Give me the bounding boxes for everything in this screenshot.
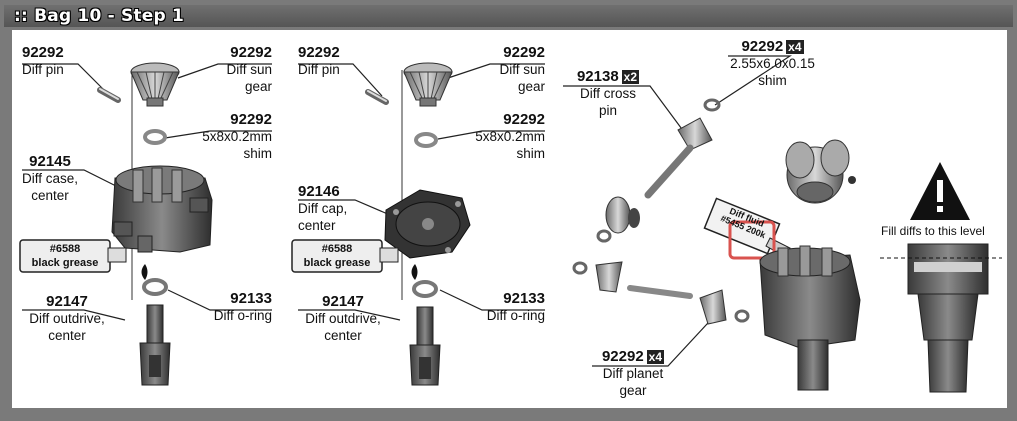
sun-gear-part — [130, 62, 180, 107]
middle-oring-label: 92133 Diff o-ring — [465, 290, 545, 324]
part-name: Diff outdrive, — [305, 311, 381, 326]
right-assembly — [563, 55, 1002, 393]
quantity-badge: x4 — [646, 350, 665, 364]
left-assembly — [19, 62, 272, 386]
left-grease-label: #6588 black grease — [22, 242, 108, 270]
left-oring-label: 92133 Diff o-ring — [192, 290, 272, 324]
part-name: Diff o-ring — [486, 308, 545, 323]
part-number: 92147 — [46, 293, 88, 310]
middle-cap-label: 92146 Diff cap, center — [298, 183, 347, 234]
o-ring-part-2 — [412, 280, 438, 298]
part-name: gear — [244, 79, 272, 94]
grease-tube — [19, 239, 148, 280]
left-diff-pin-label: 92292 Diff pin — [22, 44, 64, 78]
quantity-badge: x2 — [621, 70, 640, 84]
part-name: center — [324, 328, 362, 343]
part-number: 92292 — [741, 38, 784, 55]
part-number: 92133 — [230, 290, 272, 307]
grease-name: black grease — [303, 257, 371, 269]
outdrive-part-2 — [409, 306, 441, 386]
part-name: Diff case, — [22, 171, 79, 186]
part-spec: 2.55x6.0x0.15 — [730, 56, 815, 71]
o-ring-part — [142, 278, 168, 296]
part-number: 92133 — [503, 290, 545, 307]
diff-housing-part — [759, 245, 861, 391]
part-spec: 5x8x0.2mm — [202, 129, 272, 144]
part-name: shim — [243, 146, 272, 161]
part-number: 92292 — [298, 44, 340, 61]
grease-code: #6588 — [49, 243, 81, 255]
middle-assembly — [291, 62, 545, 386]
fill-level-note: Fill diffs to this level — [881, 224, 985, 238]
part-number: 92146 — [298, 183, 340, 200]
part-name: shim — [516, 146, 545, 161]
planet-gear-left — [605, 196, 640, 234]
part-name: Diff sun — [226, 62, 272, 77]
grease-name: black grease — [31, 257, 99, 269]
part-name: Diff o-ring — [213, 308, 272, 323]
left-sun-gear-label: 92292 Diff sun gear — [212, 44, 272, 95]
step-header: :: Bag 10 - Step 1 — [4, 5, 1013, 27]
part-name: gear — [619, 383, 647, 398]
diff-cap-part — [384, 189, 471, 259]
planet-gear-top — [677, 117, 713, 151]
part-name: center — [31, 188, 69, 203]
middle-shim-label: 92292 5x8x0.2mm shim — [465, 111, 545, 162]
step-title: :: Bag 10 - Step 1 — [14, 6, 184, 26]
part-name: Diff planet — [602, 366, 664, 381]
part-number: 92292 — [601, 348, 644, 365]
part-name: Diff pin — [298, 62, 340, 77]
middle-sun-gear-label: 92292 Diff sun gear — [485, 44, 545, 95]
part-name: Diff cap, — [298, 201, 348, 216]
cross-pin-part — [644, 144, 694, 199]
quantity-badge: x4 — [786, 40, 804, 54]
shim-part — [143, 129, 167, 145]
diff-pin-part — [97, 87, 121, 103]
fill-level-inset — [880, 162, 1002, 393]
diff-case-part — [111, 165, 213, 253]
left-outdrive-label: 92147 Diff outdrive, center — [22, 293, 112, 344]
part-name: center — [48, 328, 86, 343]
sun-gear-part-2 — [403, 62, 453, 107]
part-name: Diff pin — [22, 62, 64, 77]
grease-code: #6588 — [321, 243, 353, 255]
part-number: 92145 — [29, 153, 71, 170]
grease-tube-2 — [291, 239, 418, 280]
middle-diff-pin-label: 92292 Diff pin — [298, 44, 340, 78]
left-case-label: 92145 Diff case, center — [22, 153, 78, 204]
part-name: gear — [517, 79, 545, 94]
outdrive-part — [139, 304, 171, 386]
middle-grease-label: #6588 black grease — [294, 242, 380, 270]
part-name: pin — [598, 103, 617, 118]
part-name: shim — [758, 73, 787, 88]
part-number: 92292 — [503, 111, 545, 128]
gear-cluster — [785, 139, 856, 204]
part-name: center — [298, 218, 336, 233]
part-number: 92138 — [576, 68, 619, 85]
part-number: 92292 — [230, 111, 272, 128]
part-name: Diff sun — [499, 62, 545, 77]
shim-part-2 — [414, 132, 438, 148]
left-shim-label: 92292 5x8x0.2mm shim — [192, 111, 272, 162]
part-name: Diff cross — [579, 86, 636, 101]
part-number: 92147 — [322, 293, 364, 310]
part-number: 92292 — [230, 44, 272, 61]
part-number: 92292 — [503, 44, 545, 61]
part-name: Diff outdrive, — [29, 311, 105, 326]
middle-outdrive-label: 92147 Diff outdrive, center — [298, 293, 388, 344]
diff-pin-part-2 — [365, 89, 389, 105]
part-spec: 5x8x0.2mm — [475, 129, 545, 144]
part-number: 92292 — [22, 44, 64, 61]
